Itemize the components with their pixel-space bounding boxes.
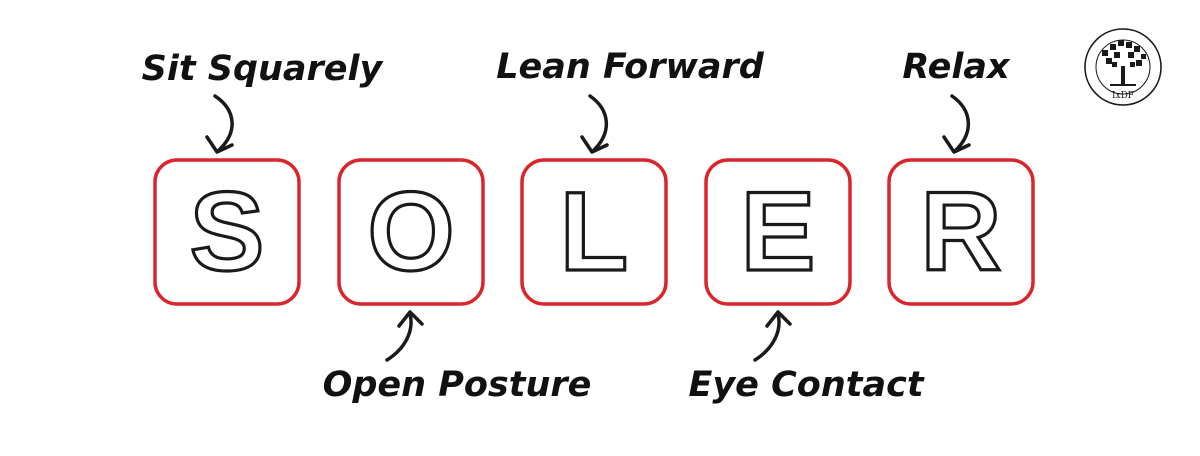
box-frame	[153, 158, 301, 306]
box-frame	[704, 158, 852, 306]
letter-r: R	[921, 169, 1002, 294]
letter-box-l: L	[520, 158, 668, 306]
label-open-posture: Open Posture	[323, 365, 592, 405]
logo-abbrev: IxDF	[1112, 91, 1134, 101]
letter-box-e: E	[704, 158, 852, 306]
ixdf-logo: IxDF	[1084, 28, 1162, 106]
arrow-relax	[942, 94, 971, 154]
letter-box-o: O	[337, 158, 485, 306]
label-sit-squarely: Sit Squarely	[142, 49, 385, 89]
arrow-lean-forward	[580, 94, 609, 154]
arrow-sit-squarely	[205, 94, 234, 154]
letter-e: E	[741, 169, 816, 294]
tree-icon	[1102, 40, 1146, 86]
box-frame	[887, 158, 1035, 306]
letter-s: S	[190, 169, 265, 294]
letter-box-r: R	[887, 158, 1035, 306]
arrow-open-posture	[385, 310, 424, 362]
arrow-eye-contact	[753, 310, 792, 362]
label-eye-contact: Eye Contact	[688, 365, 924, 405]
box-frame	[337, 158, 485, 306]
label-lean-forward: Lean Forward	[496, 47, 764, 87]
letter-box-s: S	[153, 158, 301, 306]
label-relax: Relax	[902, 47, 1011, 87]
box-frame	[520, 158, 668, 306]
letter-l: L	[560, 169, 628, 294]
letter-o: O	[367, 169, 454, 294]
